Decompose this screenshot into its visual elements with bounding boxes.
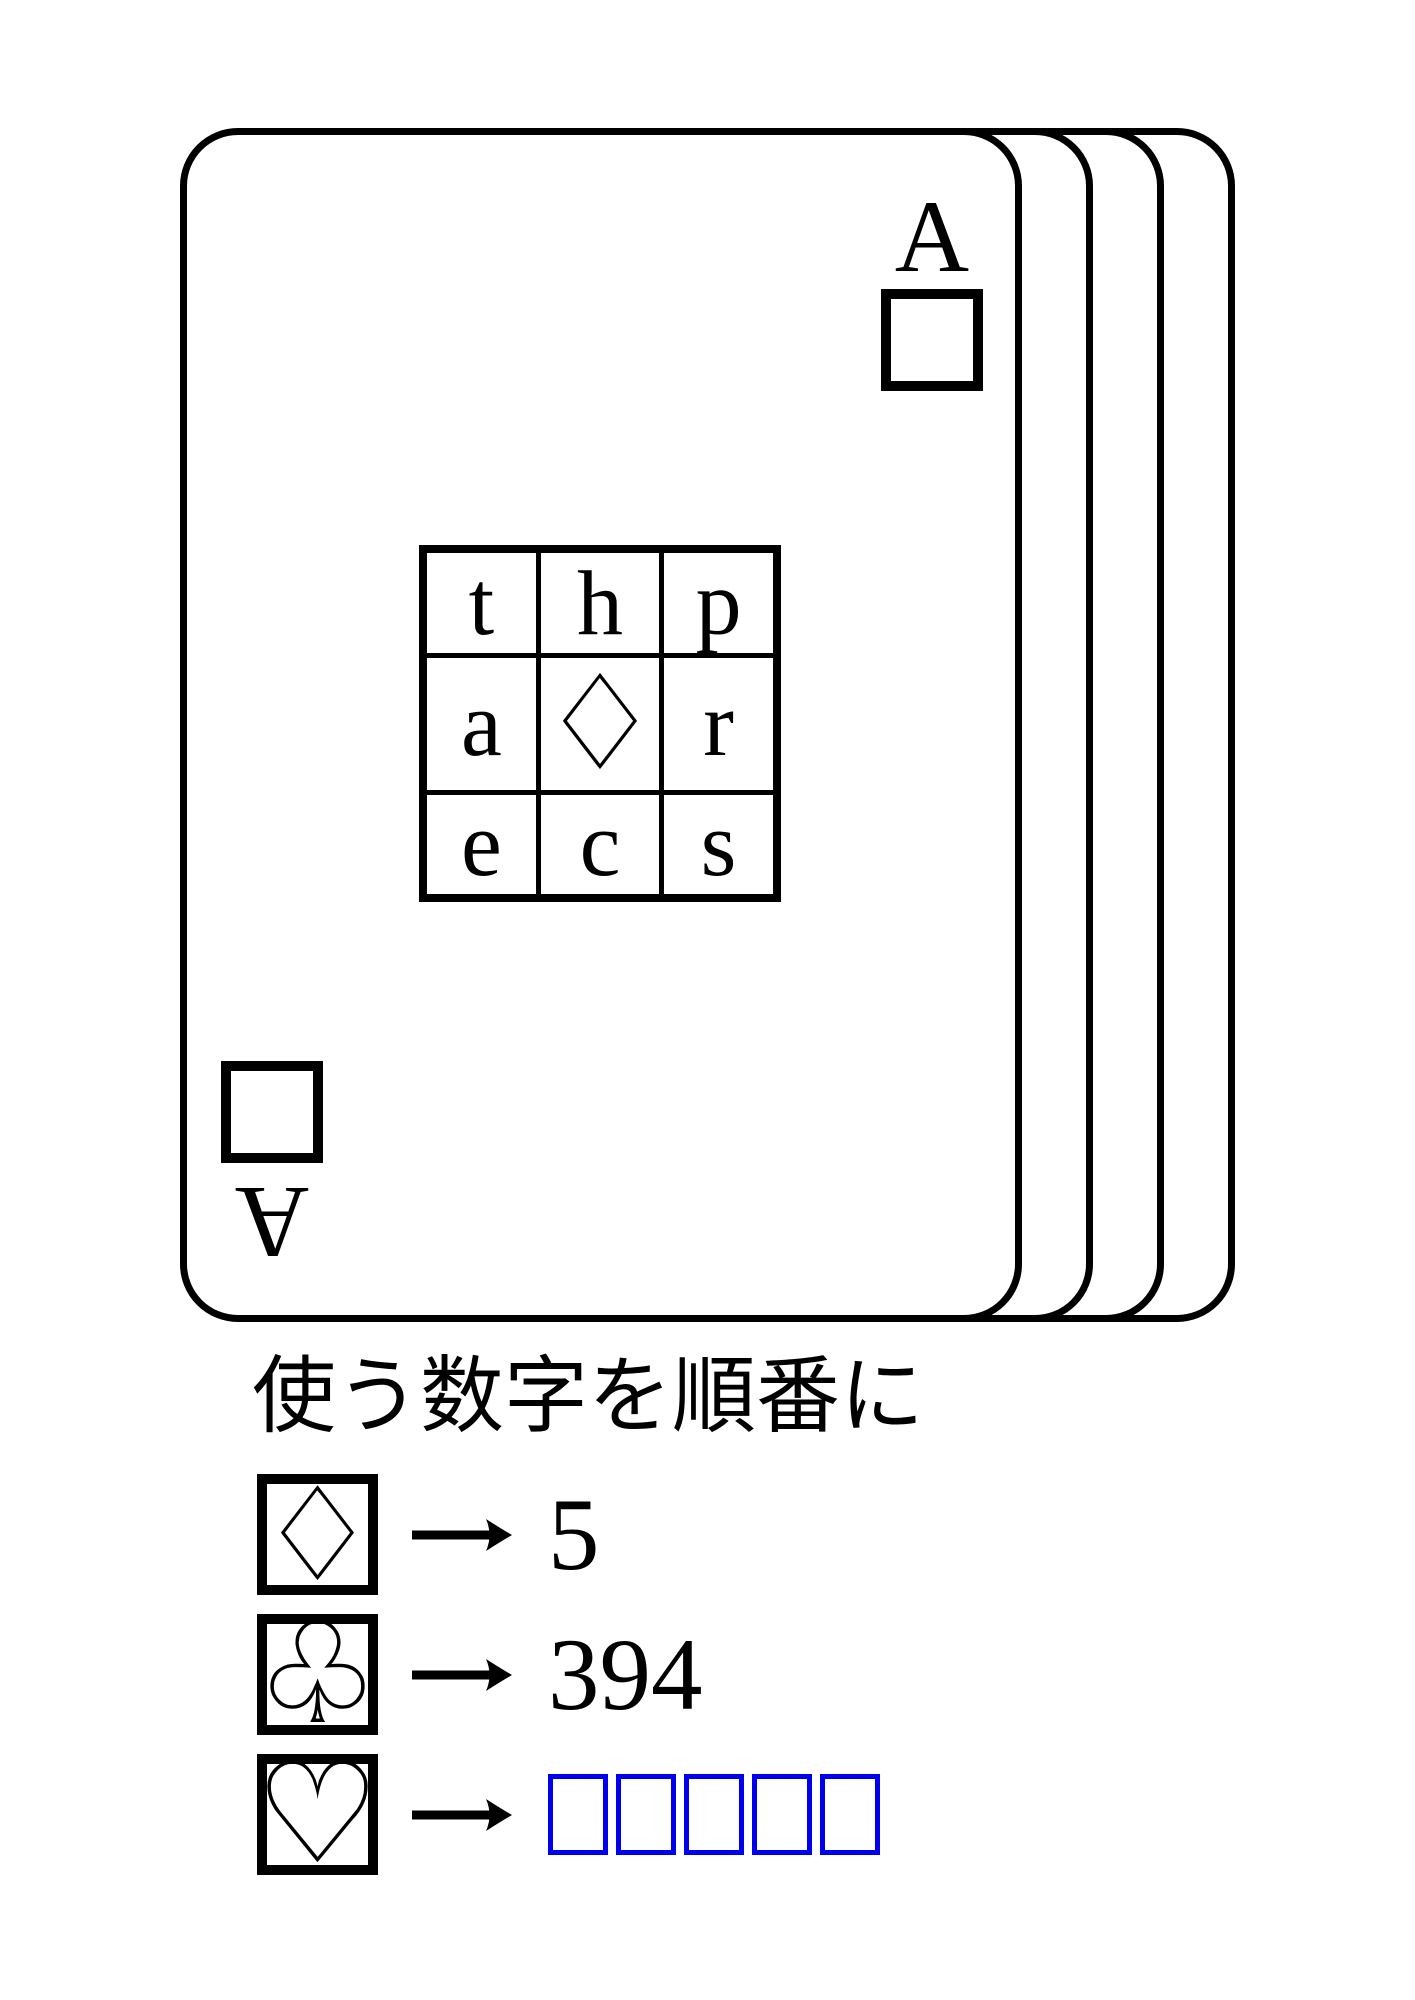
club-suit-box: ♧ <box>255 1604 381 1744</box>
arrow-icon <box>412 1658 512 1691</box>
card-rank-top-right: A <box>894 180 970 294</box>
club-suit-icon: ♧ <box>254 1592 381 1756</box>
answer-box[interactable] <box>616 1774 676 1855</box>
diamond-suit-icon: ♢ <box>259 1458 376 1611</box>
legend-row-diamond: ♢ 5 <box>257 1470 600 1600</box>
answer-box[interactable] <box>752 1774 812 1855</box>
answer-box[interactable] <box>820 1774 880 1855</box>
letter-grid: t h p a ♢ r e c s <box>419 545 781 902</box>
blank-suit-square-bottom-left <box>221 1061 323 1163</box>
diamond-suit-box: ♢ <box>257 1470 378 1600</box>
answer-box[interactable] <box>548 1774 608 1855</box>
heart-suit-icon: ♡ <box>254 1732 381 1896</box>
legend-row-heart: ♡ <box>255 1744 880 1884</box>
grid-cell: r <box>664 657 773 790</box>
arrow-icon <box>412 1798 512 1831</box>
grid-cell-diamond-icon: ♢ <box>540 646 660 801</box>
heart-suit-box: ♡ <box>255 1744 381 1884</box>
answer-box[interactable] <box>684 1774 744 1855</box>
grid-cell: a <box>427 657 536 790</box>
grid-cell: p <box>664 553 773 653</box>
grid-cell: h <box>540 553 660 653</box>
grid-cell: c <box>540 794 660 894</box>
grid-cell: s <box>664 794 773 894</box>
club-value: 394 <box>548 1618 703 1732</box>
diamond-value: 5 <box>548 1478 600 1592</box>
instruction-heading: 使う数字を順番に <box>252 1347 925 1445</box>
grid-cell: e <box>427 794 536 894</box>
grid-cell: t <box>427 553 536 653</box>
answer-boxes <box>548 1774 880 1855</box>
card-rank-bottom-left: A <box>234 1165 310 1279</box>
legend-row-club: ♧ 394 <box>255 1604 703 1744</box>
blank-suit-square-top-right <box>881 289 983 391</box>
arrow-icon <box>412 1518 512 1551</box>
